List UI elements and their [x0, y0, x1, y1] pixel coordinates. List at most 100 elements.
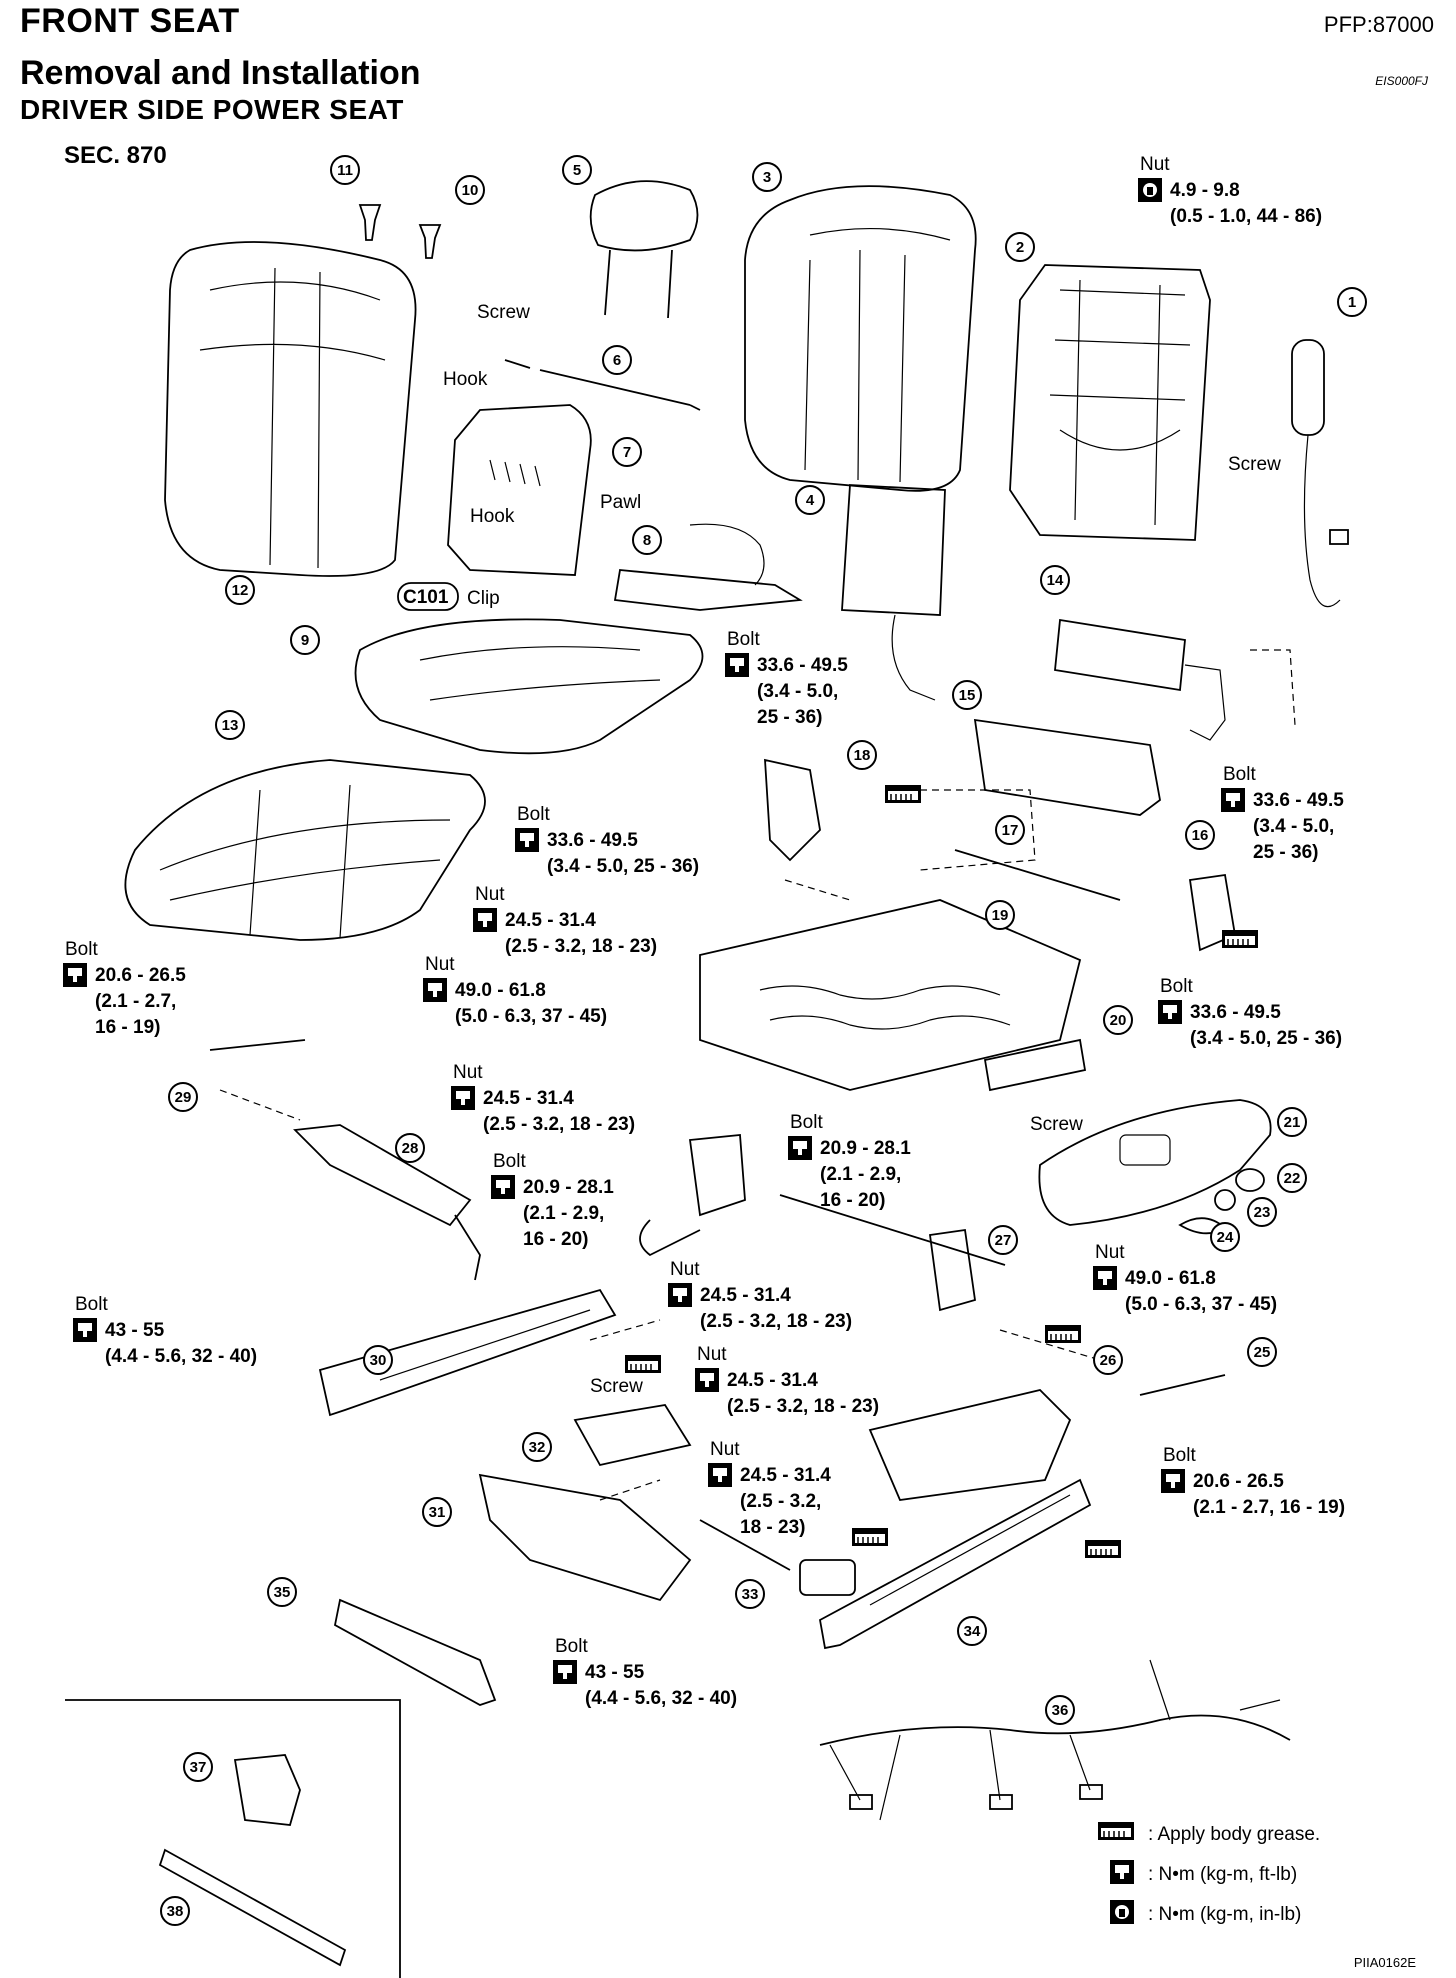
callout-number: 18 [854, 747, 871, 764]
headrest-shape [589, 180, 699, 252]
torque-value: 20.9 - 28.1 [523, 1177, 614, 1198]
cable-33 [699, 1519, 791, 1571]
torque-conversion: 25 - 36) [1253, 842, 1318, 863]
callout-4: 4 [795, 485, 825, 515]
part-37 [233, 1754, 301, 1826]
fastener-label: Bolt [727, 629, 760, 650]
torque-ftlb-icon [788, 1136, 812, 1160]
callout-number: 24 [1217, 1229, 1234, 1246]
callout-17: 17 [995, 815, 1025, 845]
torque-ftlb-icon [708, 1463, 732, 1487]
connector-c101-frame [397, 582, 459, 611]
callout-number: 34 [964, 1623, 981, 1640]
callout-number: 14 [1047, 572, 1064, 589]
callout-18: 18 [847, 740, 877, 770]
section-heading: Removal and Installation [20, 54, 421, 92]
callout-32: 32 [522, 1432, 552, 1462]
airbag-module-14 [1054, 618, 1186, 692]
torque-ftlb-icon [73, 1318, 97, 1342]
legend-ftlb-text: : N•m (kg-m, ft-lb) [1148, 1864, 1297, 1885]
seat-cushion-trim-13 [124, 759, 486, 941]
callout-number: 10 [462, 182, 479, 199]
lumbar-switch-shape [1291, 339, 1325, 436]
seat-rail-30 [318, 1288, 617, 1417]
torque-value: 24.5 - 31.4 [740, 1465, 831, 1486]
callout-19: 19 [985, 900, 1015, 930]
rod-17 [954, 849, 1121, 901]
pad-4 [841, 484, 946, 616]
torque-ftlb-icon [515, 828, 539, 852]
callout-33: 33 [735, 1579, 765, 1609]
callout-28: 28 [395, 1133, 425, 1163]
torque-value: 49.0 - 61.8 [1125, 1268, 1216, 1289]
fastener-label: Nut [453, 1062, 483, 1083]
callout-9: 9 [290, 625, 320, 655]
callout-2: 2 [1005, 232, 1035, 262]
recliner-lever [639, 1134, 746, 1257]
fastener-label: Nut [475, 884, 505, 905]
screw-label: Screw [590, 1376, 643, 1397]
callout-number: 2 [1016, 239, 1024, 256]
callout-10: 10 [455, 175, 485, 205]
callout-number: 37 [190, 1759, 207, 1776]
fastener-label: Nut [1095, 1242, 1125, 1263]
fastener-label: Bolt [1163, 1445, 1196, 1466]
torque-value: 20.6 - 26.5 [95, 965, 186, 986]
torque-ftlb-icon [695, 1368, 719, 1392]
callout-number: 28 [402, 1140, 419, 1157]
callout-number: 25 [1254, 1344, 1271, 1361]
callout-number: 29 [175, 1089, 192, 1106]
bracket-31 [478, 1473, 692, 1602]
callout-6: 6 [602, 345, 632, 375]
callout-8: 8 [632, 525, 662, 555]
torque-value: 33.6 - 49.5 [1190, 1002, 1281, 1023]
callout-number: 35 [274, 1584, 291, 1601]
figure-code: PIIA0162E [1353, 1955, 1416, 1970]
legend: : Apply body grease. : N•m (kg-m, ft-lb)… [1097, 1821, 1320, 1925]
torque-ftlb-icon [553, 1660, 577, 1684]
torque-ftlb-icon [668, 1283, 692, 1307]
knob-23 [1214, 1189, 1236, 1211]
callout-15: 15 [952, 680, 982, 710]
torque-value: 33.6 - 49.5 [1253, 790, 1344, 811]
torque-conversion: (3.4 - 5.0, 25 - 36) [547, 856, 699, 877]
hook-label: Hook [443, 369, 488, 390]
cross-rod [779, 1194, 1006, 1266]
torque-conversion: (0.5 - 1.0, 44 - 86) [1170, 206, 1322, 227]
callout-12: 12 [225, 575, 255, 605]
pfp-code: PFP:87000 [1323, 12, 1434, 37]
callout-1: 1 [1337, 287, 1367, 317]
torque-ftlb-icon [725, 653, 749, 677]
callout-37: 37 [183, 1752, 213, 1782]
torque-value: 24.5 - 31.4 [483, 1088, 574, 1109]
leader-lines [219, 649, 1296, 1501]
torque-conversion: (2.1 - 2.7, [95, 991, 176, 1012]
callout-number: 31 [429, 1504, 446, 1521]
torque-ftlb-icon [451, 1086, 475, 1110]
heater-pad-8 [613, 569, 803, 611]
callout-27: 27 [988, 1225, 1018, 1255]
fastener-label: Bolt [1223, 764, 1256, 785]
fastener-label: Nut [425, 954, 455, 975]
torque-conversion: (2.5 - 3.2, 18 - 23) [505, 936, 657, 957]
callout-35: 35 [267, 1577, 297, 1607]
torque-value: 49.0 - 61.8 [455, 980, 546, 1001]
callout-number: 16 [1192, 827, 1209, 844]
callout-number: 27 [995, 1232, 1012, 1249]
seat-cushion-9 [354, 618, 704, 755]
screw-label: Screw [1228, 454, 1281, 475]
trim-35 [333, 1598, 497, 1706]
sec-label: SEC. 870 [64, 142, 167, 169]
torque-value: 33.6 - 49.5 [547, 830, 638, 851]
torque-conversion: (2.5 - 3.2, 18 - 23) [727, 1396, 879, 1417]
